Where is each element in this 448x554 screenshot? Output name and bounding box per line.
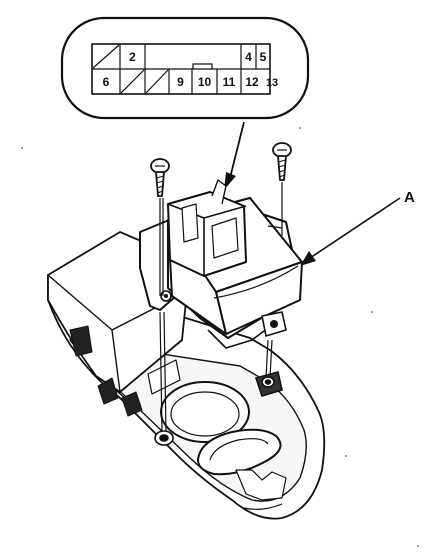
pin-4-label: 4 (245, 50, 252, 64)
pin-6-label: 6 (103, 75, 110, 89)
pin-10-label: 10 (198, 75, 212, 89)
pin-5-label: 5 (260, 50, 267, 64)
inset-leader-arrow (224, 121, 245, 190)
pin-11-label: 11 (223, 75, 236, 89)
pin-13-label: 13 (266, 77, 278, 89)
pin-12-label: 12 (245, 75, 259, 89)
screw-left (150, 158, 170, 197)
screw-right (272, 142, 292, 181)
callout-a: A (300, 189, 415, 266)
callout-a-label: A (404, 189, 415, 206)
mounting-boss-left (154, 430, 174, 446)
screw-alignment-lines (159, 182, 283, 433)
speck-dots (21, 127, 419, 547)
pin-2-label: 2 (129, 50, 136, 64)
mounting-boss-right (254, 371, 283, 397)
pin-9-label: 9 (177, 75, 184, 89)
switch-unit-a (139, 179, 303, 349)
connector-inset: 2 4 5 6 9 10 11 12 13 (60, 16, 310, 120)
